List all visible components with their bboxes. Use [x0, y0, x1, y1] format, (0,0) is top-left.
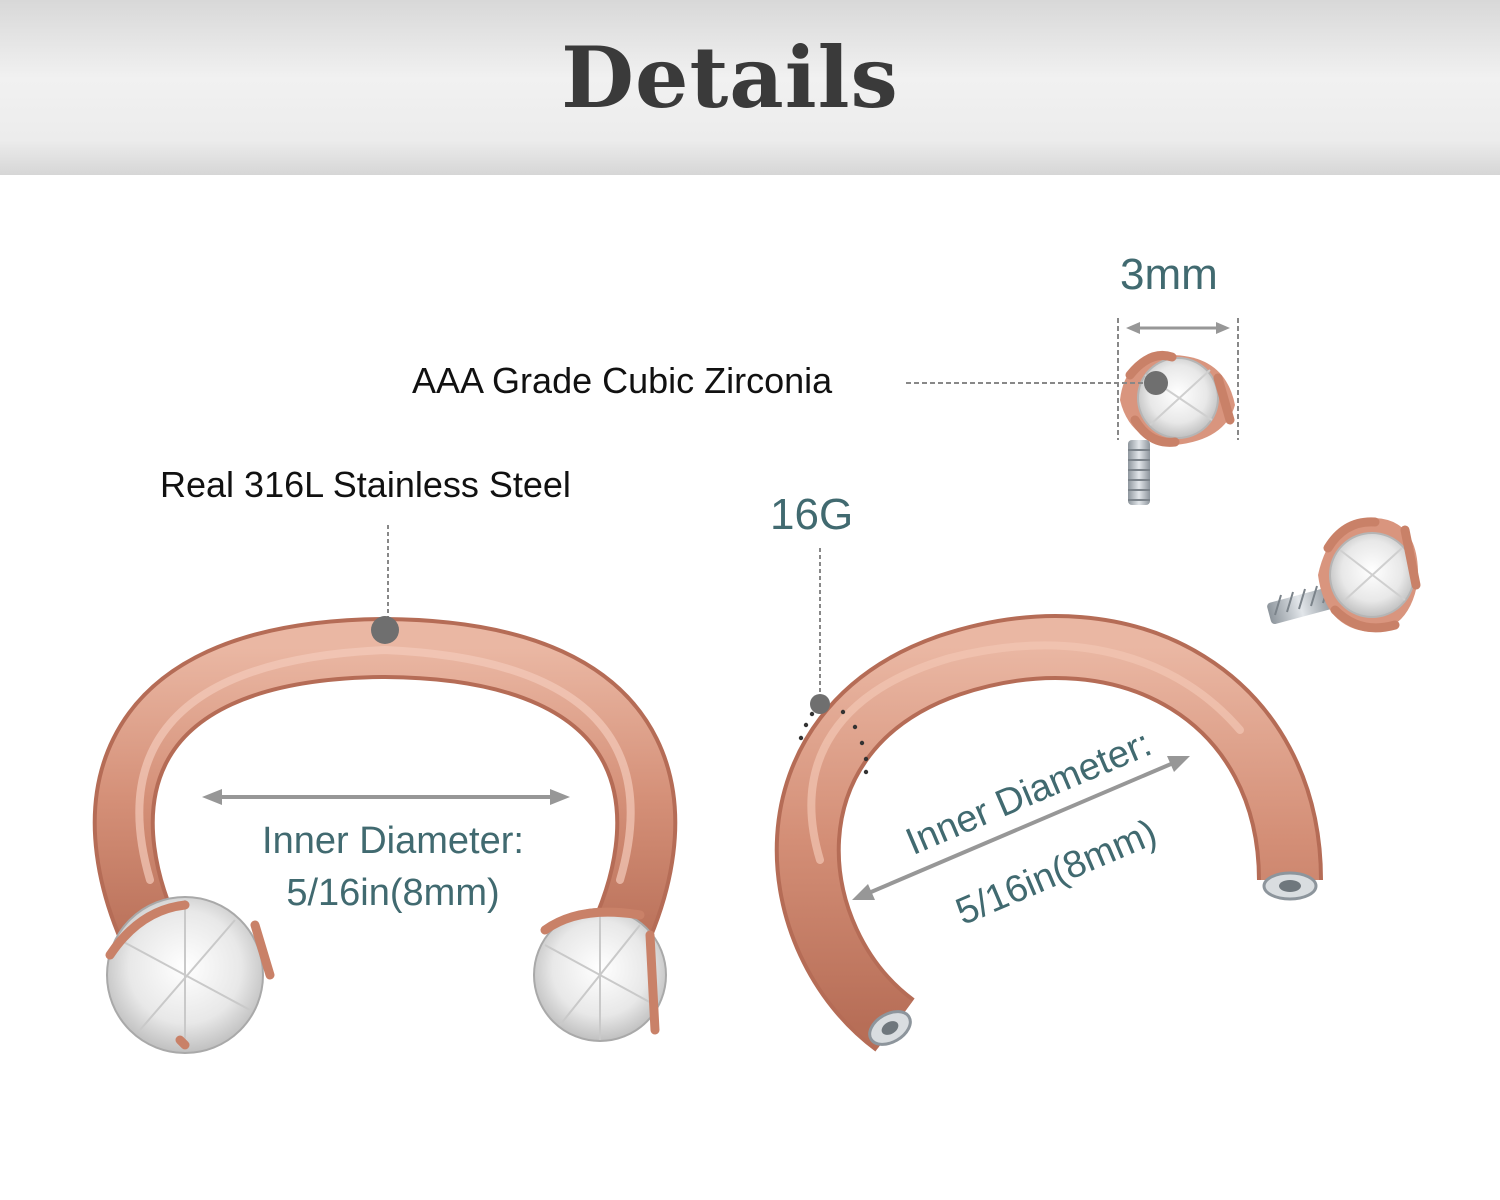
right-gem — [533, 907, 667, 1042]
zirconia-pointer — [906, 371, 1168, 395]
cz-size-label: 3mm — [1120, 250, 1218, 299]
left-inner-diameter-value: 5/16in(8mm) — [286, 872, 500, 914]
material-pointer — [371, 525, 399, 644]
left-diameter-arrow — [202, 789, 570, 805]
zirconia-top-ball — [1120, 351, 1235, 505]
gauge-label: 16G — [770, 490, 854, 539]
left-gem — [105, 896, 275, 1054]
left-inner-diameter-title: Inner Diameter: — [262, 820, 524, 862]
size-dimension — [1117, 318, 1239, 440]
page-title: Details — [561, 28, 899, 127]
header-banner: Details — [0, 0, 1500, 175]
right-diameter-arrow — [852, 756, 1190, 900]
cz-grade-label: AAA Grade Cubic Zirconia — [412, 360, 833, 401]
horseshoe-ring — [92, 616, 678, 986]
zirconia-side-ball — [1267, 517, 1421, 633]
material-label: Real 316L Stainless Steel — [160, 464, 571, 505]
gauge-pointer — [798, 548, 869, 775]
open-ring — [774, 614, 1323, 1052]
